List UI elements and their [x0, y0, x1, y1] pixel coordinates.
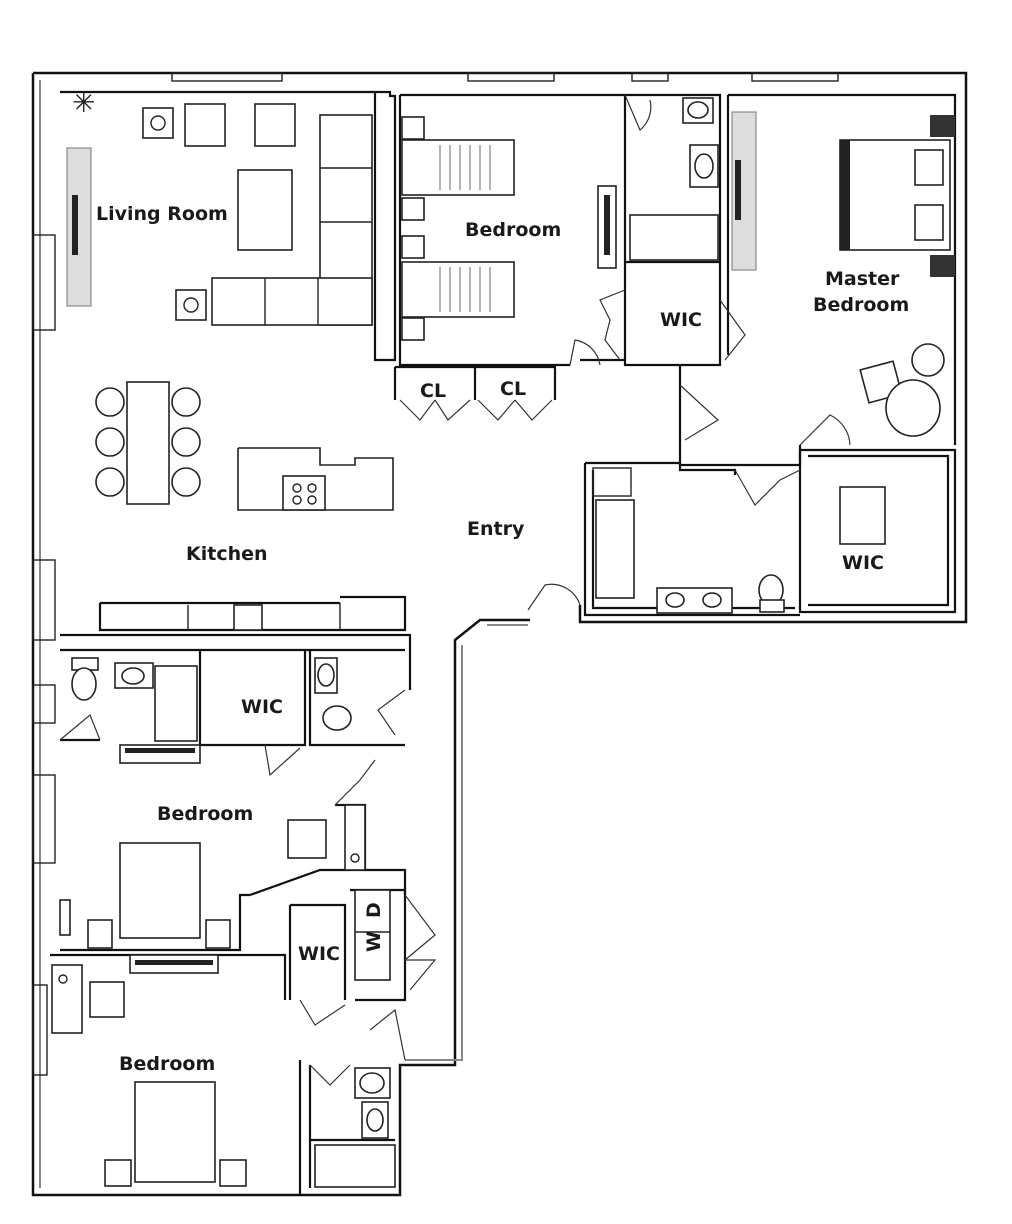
entry-label: Entry — [467, 518, 525, 540]
living-room-furniture: ✳ — [66, 88, 373, 326]
closet-label-2: CL — [500, 378, 526, 400]
dining-kitchen-furniture — [95, 381, 394, 631]
bedroom-bottom-label: Bedroom — [119, 1053, 215, 1075]
master-bedroom-label-line1: Master — [825, 268, 900, 290]
wic-master-label: WIC — [842, 552, 884, 574]
kitchen-label: Kitchen — [186, 543, 268, 565]
closet-label-1: CL — [420, 380, 446, 402]
washer-label: W — [363, 931, 385, 952]
master-bedroom-furniture — [731, 111, 955, 437]
wic-lower-label: WIC — [298, 943, 340, 965]
room-labels: Living Room Bedroom WIC Master Bedroom C… — [96, 203, 909, 1075]
dryer-label: D — [363, 902, 385, 918]
living-room-label: Living Room — [96, 203, 228, 225]
middle-wing-furniture — [59, 657, 391, 981]
bath-fixtures — [595, 486, 886, 614]
wic-top-label: WIC — [660, 309, 702, 331]
interior-walls — [50, 90, 957, 1195]
bedroom-top-label: Bedroom — [465, 219, 561, 241]
bedroom-middle-label: Bedroom — [157, 803, 253, 825]
plant-icon: ✳ — [72, 88, 95, 119]
master-bedroom-label-line2: Bedroom — [813, 294, 909, 316]
door-swings — [59, 94, 851, 1086]
bottom-wing-furniture — [51, 954, 396, 1188]
top-bedroom-furniture — [401, 97, 719, 341]
wic-middle-label: WIC — [241, 696, 283, 718]
outer-walls — [31, 71, 968, 1197]
